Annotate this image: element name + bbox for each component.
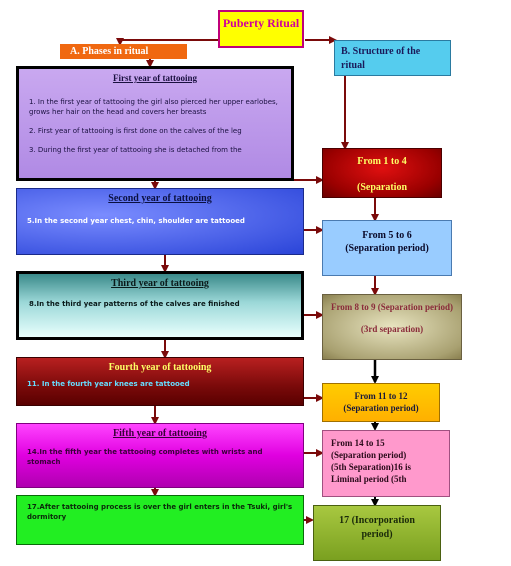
year3-title: Third year of tattooing: [111, 278, 209, 289]
period4-line2: (Separation period): [343, 403, 419, 413]
period6-box: 17 (Incorporation period): [313, 505, 441, 561]
period6-line1: 17 (Incorporation: [339, 515, 415, 526]
structure-label: B. Structure of the ritual: [341, 46, 421, 71]
period2-line2: (Separation period): [345, 243, 429, 254]
period5-box: From 14 to 15 (Separation period) (5th S…: [322, 430, 450, 497]
dormitory-item: 17.After tattooing process is over the g…: [27, 503, 293, 521]
year1-item-1: 1. In the first year of tattooing the gi…: [29, 98, 278, 116]
year1-box: First year of tattooing 1. In the first …: [16, 66, 294, 181]
period4-box: From 11 to 12 (Separation period): [322, 383, 440, 422]
phases-label: A. Phases in ritual: [70, 46, 149, 57]
year5-box: Fifth year of tattooing 14.In the fifth …: [16, 423, 304, 488]
year4-item-1: 11. In the fourth year knees are tattooe…: [27, 380, 190, 388]
period2-box: From 5 to 6 (Separation period): [322, 220, 452, 276]
dormitory-box: 17.After tattooing process is over the g…: [16, 495, 304, 545]
period5-line1: From 14 to 15: [331, 438, 385, 448]
period1-box: From 1 to 4 (Separation: [322, 148, 442, 198]
year2-item-1: 5.In the second year chest, chin, should…: [27, 217, 245, 225]
structure-of-ritual-box: B. Structure of the ritual: [334, 40, 451, 76]
phases-in-ritual-box: A. Phases in ritual: [60, 44, 187, 59]
period3-line2: (3rd separation): [360, 324, 424, 334]
year4-box: Fourth year of tattooing 11. In the four…: [16, 357, 304, 406]
period3-box: From 8 to 9 (Separation period) (3rd sep…: [322, 294, 462, 360]
period2-line1: From 5 to 6: [362, 230, 412, 241]
period5-line2: (Separation period): [331, 450, 407, 460]
period5-line3: (5th Separation)16 is Liminal period (5t…: [331, 462, 412, 484]
year5-title: Fifth year of tattooing: [113, 428, 207, 439]
year1-item-2: 2. First year of tattooing is first done…: [29, 127, 242, 135]
period3-line1: From 8 to 9 (Separation period): [330, 302, 454, 312]
year2-box: Second year of tattooing 5.In the second…: [16, 188, 304, 255]
period1-line1: From 1 to 4: [357, 156, 407, 167]
root-title: Puberty Ritual: [222, 16, 300, 30]
year3-item-1: 8.In the third year patterns of the calv…: [29, 300, 240, 308]
root-puberty-ritual: Puberty Ritual: [218, 10, 304, 48]
year3-box: Third year of tattooing 8.In the third y…: [16, 271, 304, 340]
period6-line2: period): [361, 529, 393, 540]
period4-line1: From 11 to 12: [354, 391, 408, 401]
year5-item-1: 14.In the fifth year the tattooing compl…: [27, 448, 263, 466]
period1-line2: (Separation: [357, 182, 407, 193]
year4-title: Fourth year of tattooing: [108, 362, 212, 373]
year1-item-3: 3. During the first year of tattooing sh…: [29, 146, 242, 154]
year1-title: First year of tattooing: [112, 73, 198, 83]
year2-title: Second year of tattooing: [108, 193, 212, 204]
